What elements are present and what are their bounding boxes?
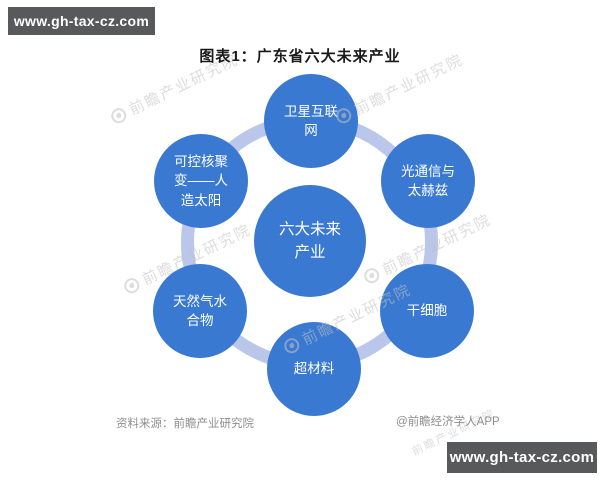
data-source-note: 资料来源：前瞻产业研究院	[116, 418, 254, 430]
node-controlled-nuclear-fusion: 可控核聚 变——人 造太阳	[154, 134, 248, 228]
center-node-six-future-industries: 六大未来 产业	[254, 185, 366, 297]
qianzhan-logo-icon	[121, 275, 142, 296]
qianzhan-logo-icon	[108, 105, 129, 126]
site-url-banner-top-left: www.gh-tax-cz.com	[8, 7, 155, 35]
node-satellite-internet: 卫星互联 网	[264, 74, 358, 168]
node-stem-cells: 干细胞	[380, 264, 474, 358]
chart-title: 图表1：广东省六大未来产业	[199, 48, 401, 65]
node-metamaterials: 超材料	[267, 322, 361, 416]
node-natural-gas-hydrate: 天然气水 合物	[153, 264, 247, 358]
node-optical-communication-terahertz: 光通信与 太赫兹	[381, 134, 475, 228]
app-attribution: @前瞻经济学人APP	[396, 416, 500, 428]
site-url-banner-bottom-right: www.gh-tax-cz.com	[447, 442, 597, 473]
